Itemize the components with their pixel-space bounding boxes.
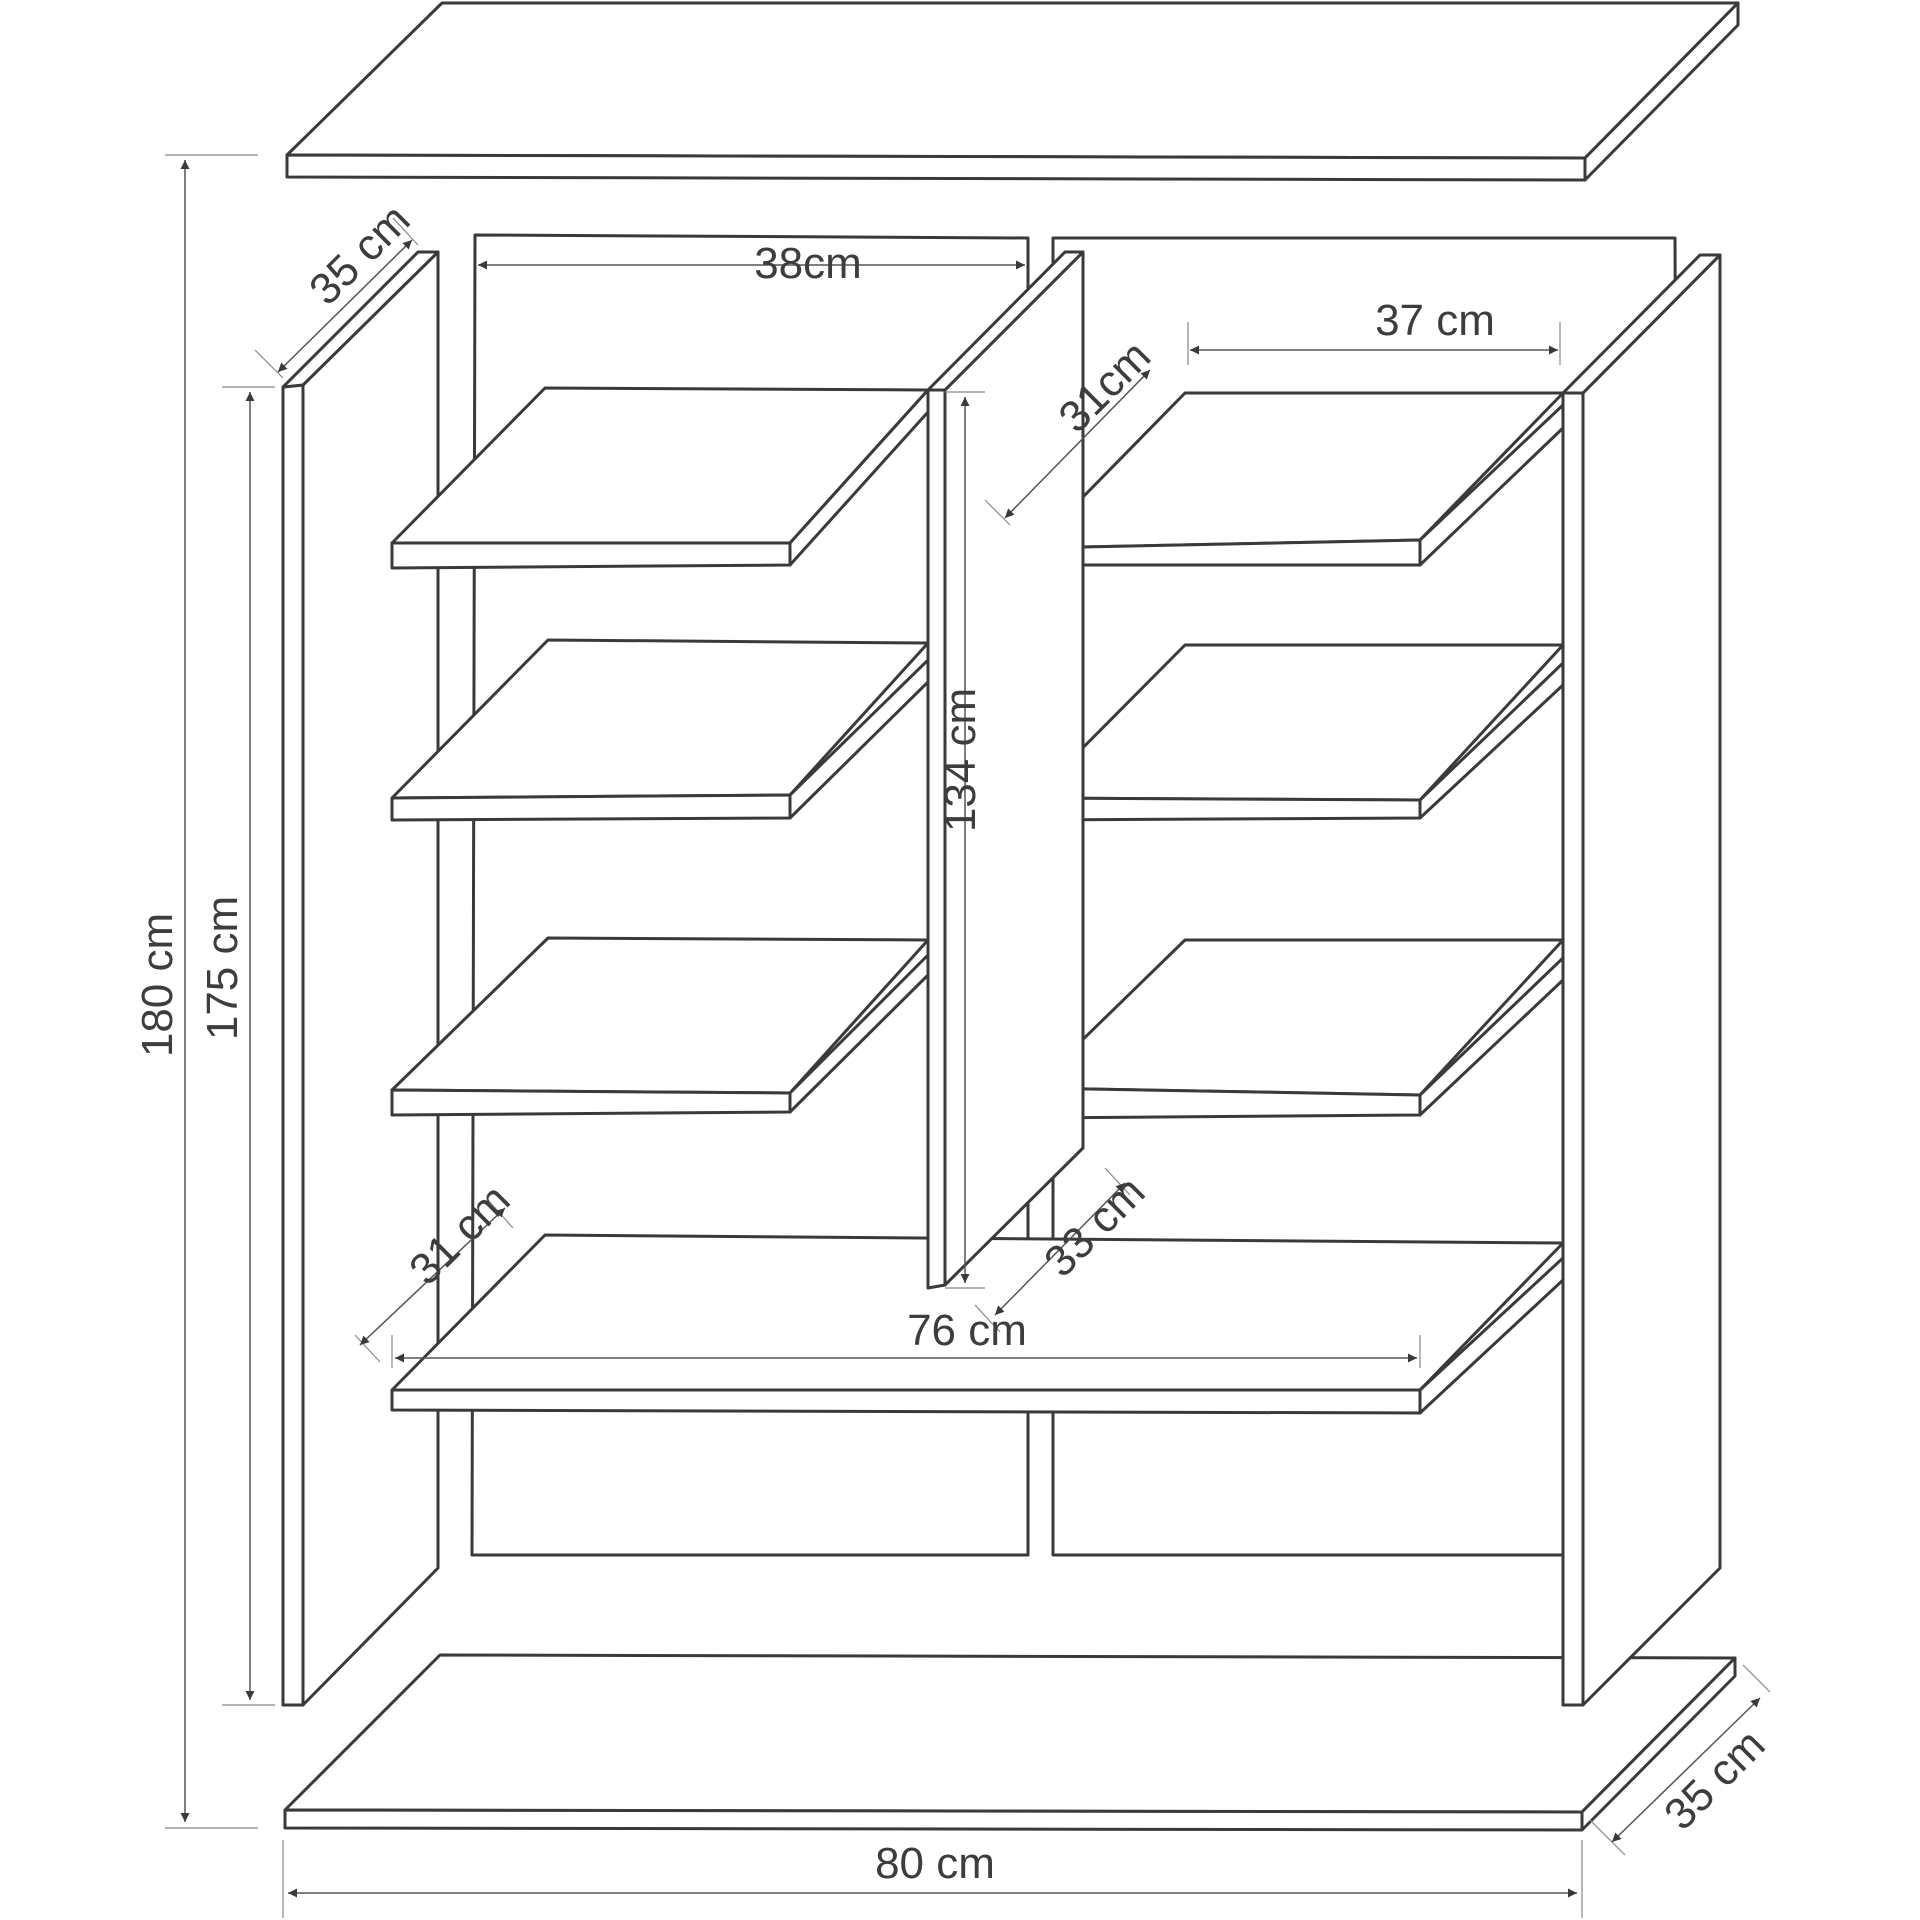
top-board [285,1,1740,182]
shelf-right-1 [1031,391,1565,567]
label-compartment-width-left: 38cm [754,239,862,288]
label-total-height: 180 cm [133,913,182,1057]
dimension-lines [165,154,1771,1918]
side-panel-left [281,250,440,1707]
label-inner-width: 76 cm [907,1306,1027,1355]
label-side-height: 175 cm [198,896,247,1040]
shelf-bottom [390,1233,1565,1415]
shelves-right [1031,391,1565,1120]
base-board [283,1653,1737,1832]
shelf-right-3 [1031,938,1565,1120]
side-panel-right [1561,253,1722,1707]
shelf-left-1 [390,386,930,570]
shelf-right-2 [1031,643,1565,822]
label-divider-height: 134 cm [936,688,985,832]
shelf-left-2 [390,638,930,822]
shelf-left-3 [390,936,930,1117]
shelves-left [390,386,930,1117]
label-compartment-width-right: 37 cm [1375,296,1495,345]
label-total-width: 80 cm [875,1839,995,1888]
